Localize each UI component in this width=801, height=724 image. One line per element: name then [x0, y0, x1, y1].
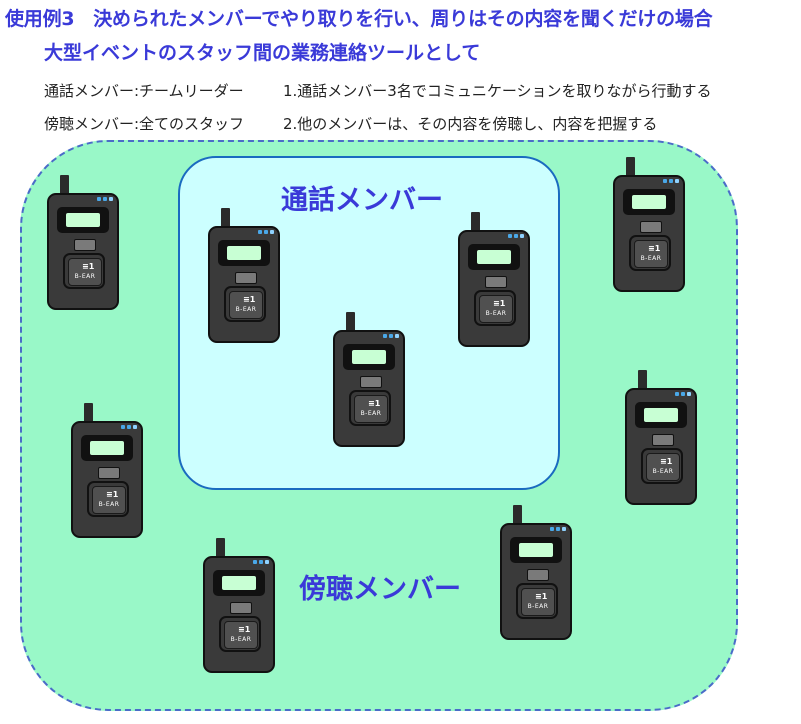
- listen-members-note: 傍聴メンバー:全てのスタッフ: [44, 115, 245, 133]
- indicator-leds: [550, 527, 566, 531]
- antenna: [60, 175, 69, 197]
- display-screen: [222, 576, 256, 590]
- indicator-leds: [383, 334, 399, 338]
- small-button: [652, 434, 674, 446]
- display-bezel: [57, 207, 109, 233]
- device-logo-text: B-EAR: [360, 410, 382, 417]
- device-logo-text: B-EAR: [485, 310, 507, 317]
- indicator-leds: [663, 179, 679, 183]
- antenna: [216, 538, 225, 560]
- antenna: [513, 505, 522, 527]
- antenna: [221, 208, 230, 230]
- device-logo-text: B-EAR: [235, 306, 257, 313]
- antenna: [471, 212, 480, 234]
- device-logo-mark: ≡1: [660, 457, 673, 466]
- call-group-label: 通話メンバー: [281, 185, 443, 216]
- device-logo-text: B-EAR: [527, 603, 549, 610]
- display-screen: [227, 246, 261, 260]
- display-screen: [477, 250, 511, 264]
- device-logo-text: B-EAR: [652, 468, 674, 475]
- small-button: [527, 569, 549, 581]
- display-bezel: [468, 244, 520, 270]
- device-logo-mark: ≡1: [82, 262, 95, 271]
- display-screen: [632, 195, 666, 209]
- device-logo-text: B-EAR: [640, 255, 662, 262]
- indicator-leds: [258, 230, 274, 234]
- small-button: [485, 276, 507, 288]
- device-logo-text: B-EAR: [74, 273, 96, 280]
- display-screen: [519, 543, 553, 557]
- device-logo-mark: ≡1: [243, 295, 256, 304]
- antenna: [638, 370, 647, 392]
- indicator-leds: [121, 425, 137, 429]
- antenna: [626, 157, 635, 179]
- device-logo-mark: ≡1: [106, 490, 119, 499]
- small-button: [230, 602, 252, 614]
- indicator-leds: [97, 197, 113, 201]
- display-bezel: [343, 344, 395, 370]
- display-bezel: [510, 537, 562, 563]
- device-logo-mark: ≡1: [535, 592, 548, 601]
- device-logo-text: B-EAR: [98, 501, 120, 508]
- display-screen: [90, 441, 124, 455]
- small-button: [235, 272, 257, 284]
- display-screen: [352, 350, 386, 364]
- page-title: 使用例3 決められたメンバーでやり取りを行い、周りはその内容を聞くだけの場合: [5, 8, 713, 30]
- device-logo-mark: ≡1: [648, 244, 661, 253]
- rule-2-note: 2.他のメンバーは、その内容を傍聴し、内容を把握する: [283, 115, 658, 133]
- display-bezel: [635, 402, 687, 428]
- rule-1-note: 1.通話メンバー3名でコミュニケーションを取りながら行動する: [283, 82, 712, 100]
- listener-group-label: 傍聴メンバー: [299, 574, 461, 605]
- display-screen: [66, 213, 100, 227]
- antenna: [346, 312, 355, 334]
- small-button: [74, 239, 96, 251]
- indicator-leds: [675, 392, 691, 396]
- antenna: [84, 403, 93, 425]
- display-bezel: [213, 570, 265, 596]
- device-logo-mark: ≡1: [238, 625, 251, 634]
- display-bezel: [623, 189, 675, 215]
- display-bezel: [81, 435, 133, 461]
- display-screen: [644, 408, 678, 422]
- small-button: [360, 376, 382, 388]
- indicator-leds: [253, 560, 269, 564]
- small-button: [98, 467, 120, 479]
- device-logo-mark: ≡1: [493, 299, 506, 308]
- device-logo-text: B-EAR: [230, 636, 252, 643]
- display-bezel: [218, 240, 270, 266]
- indicator-leds: [508, 234, 524, 238]
- small-button: [640, 221, 662, 233]
- page-subtitle: 大型イベントのスタッフ間の業務連絡ツールとして: [44, 42, 481, 64]
- call-members-note: 通話メンバー:チームリーダー: [44, 82, 244, 100]
- device-logo-mark: ≡1: [368, 399, 381, 408]
